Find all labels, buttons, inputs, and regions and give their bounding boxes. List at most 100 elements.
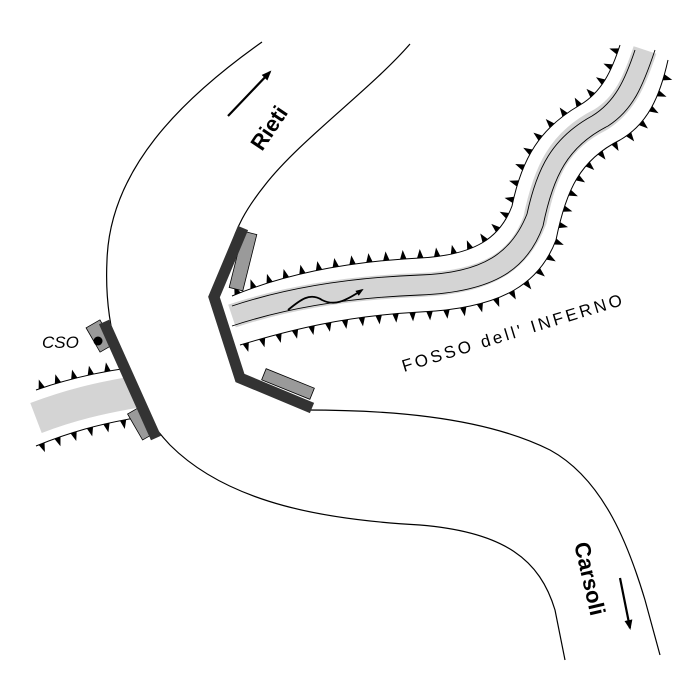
abutment-east-lower xyxy=(261,368,315,400)
bank-tick xyxy=(575,174,586,183)
bank-tick xyxy=(656,90,667,97)
bank-tick xyxy=(417,249,424,259)
flow-arrow-icon xyxy=(287,288,364,311)
bank-tick xyxy=(375,315,382,325)
stream-channel-line-east xyxy=(231,49,636,307)
bank-tick xyxy=(266,273,273,284)
bridge-east xyxy=(208,225,315,414)
bank-tick xyxy=(104,362,111,372)
bank-tick xyxy=(558,221,569,229)
bank-tick xyxy=(242,342,249,352)
bank-tick xyxy=(649,105,659,114)
bank-tick xyxy=(282,269,290,279)
bank-tick xyxy=(103,422,110,433)
bridge-west xyxy=(85,319,162,441)
bank-tick xyxy=(392,313,399,323)
bank-tick xyxy=(535,268,545,277)
bank-tick xyxy=(409,312,416,322)
bank-tick xyxy=(332,258,339,268)
bank-tick xyxy=(308,325,315,336)
bank-tick xyxy=(626,132,635,142)
bank-tick xyxy=(504,196,515,204)
bank-tick xyxy=(546,254,556,262)
label-rieti: Rieti xyxy=(245,101,292,155)
bank-tick xyxy=(662,74,673,81)
bank-tick xyxy=(87,365,94,376)
bank-tick xyxy=(38,442,45,453)
bridge-deck-east xyxy=(208,225,315,414)
bank-tick xyxy=(523,147,533,156)
bank-tick xyxy=(585,161,595,171)
bank-tick xyxy=(597,150,606,160)
bank-tick xyxy=(509,180,519,187)
bank-tick xyxy=(523,280,532,290)
bank-tick xyxy=(119,419,127,430)
bank-tick xyxy=(325,322,332,332)
bridge-deck-west xyxy=(98,319,162,441)
bank-tick xyxy=(71,369,78,380)
abutment-east-upper xyxy=(228,230,258,292)
bank-ticks-south-west xyxy=(38,419,127,453)
stream-water-west xyxy=(30,376,138,433)
bank-tick xyxy=(400,250,407,260)
bank-tick xyxy=(554,238,564,245)
bank-tick xyxy=(545,119,555,128)
bank-ticks-north-east xyxy=(234,48,619,295)
bank-tick xyxy=(299,264,306,275)
bank-tick xyxy=(533,132,543,141)
bank-tick xyxy=(508,290,516,300)
label-carsoli: Carsoli xyxy=(569,540,610,618)
bank-tick xyxy=(491,223,501,233)
bank-tick xyxy=(574,97,582,108)
bank-tick xyxy=(358,317,365,327)
bank-tick xyxy=(70,431,77,441)
bank-tick xyxy=(562,205,573,212)
bank-tick xyxy=(38,379,45,390)
bank-tick xyxy=(609,48,619,55)
cso-point xyxy=(93,336,103,346)
bank-tick xyxy=(54,436,61,447)
bank-tick xyxy=(383,251,390,261)
bank-tick xyxy=(499,211,510,219)
bank-tick xyxy=(86,426,94,437)
bank-tick xyxy=(426,311,433,321)
label-cso: CSO xyxy=(42,333,79,352)
bank-tick xyxy=(275,333,282,343)
bank-tick xyxy=(349,255,356,265)
bank-tick xyxy=(603,63,613,71)
bank-tick xyxy=(366,253,373,263)
bank-tick xyxy=(586,88,596,98)
bank-tick xyxy=(443,309,450,319)
stream-west xyxy=(30,362,138,453)
bank-tick xyxy=(638,120,648,129)
bank-tick xyxy=(476,302,483,313)
arrow-down-icon xyxy=(618,577,633,630)
bank-tick xyxy=(611,141,619,151)
bank-ticks-south-east xyxy=(242,74,673,352)
bank-tick xyxy=(54,374,61,384)
bank-tick xyxy=(259,337,266,348)
bank-tick xyxy=(341,319,349,329)
bank-tick xyxy=(515,163,525,171)
bank-tick xyxy=(559,107,568,117)
bank-tick xyxy=(433,247,441,257)
bank-tick xyxy=(250,279,257,289)
label-fosso-dell-inferno: FOSSO dell' INFERNO xyxy=(400,290,628,376)
bank-tick xyxy=(493,297,500,307)
stream-water-east xyxy=(228,46,657,328)
road-edge-west xyxy=(106,41,566,661)
bank-tick xyxy=(466,240,474,250)
bank-tick xyxy=(480,233,488,243)
bank-tick xyxy=(460,306,467,317)
road-edge-east-lower xyxy=(304,409,661,656)
arrow-up-right-icon xyxy=(227,70,272,117)
bank-tick xyxy=(596,77,606,85)
bank-tick xyxy=(568,189,578,197)
bank-tick xyxy=(291,329,299,339)
stream-east xyxy=(228,44,673,352)
road-edge-east xyxy=(229,43,411,251)
bank-tick xyxy=(450,244,458,255)
bank-tick xyxy=(315,261,323,271)
